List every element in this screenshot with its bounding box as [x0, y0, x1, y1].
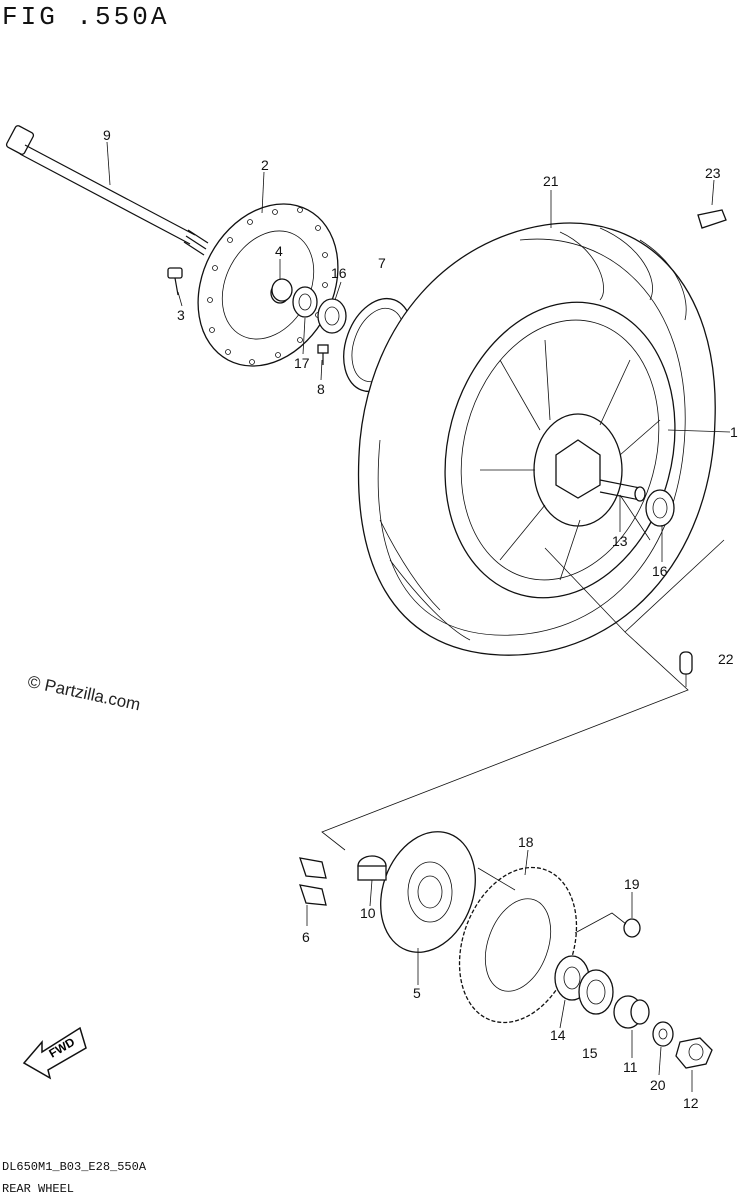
callout-12: 12 — [683, 1095, 699, 1111]
assembly-guide-lines — [321, 539, 725, 934]
spacer-part[interactable] — [271, 278, 293, 302]
callout-20: 20 — [650, 1077, 666, 1093]
callout-17: 17 — [294, 355, 310, 371]
callout-8: 8 — [317, 381, 325, 397]
callout-21: 21 — [543, 173, 559, 189]
callout-23: 23 — [705, 165, 721, 181]
leader-lines — [106, 141, 731, 1092]
callout-14: 14 — [550, 1027, 566, 1043]
disc-bolt-part[interactable] — [167, 267, 183, 296]
callout-7: 7 — [378, 255, 386, 271]
callout-15: 15 — [582, 1045, 598, 1061]
callout-9: 9 — [103, 127, 111, 143]
rear-sprocket-part[interactable] — [439, 851, 597, 1039]
sprocket-nut-part[interactable] — [623, 918, 641, 938]
footer-title: REAR WHEEL — [2, 1182, 75, 1196]
drum-bushing-part[interactable] — [357, 855, 387, 881]
footer-code: DL650M1_B03_E28_550A — [2, 1160, 147, 1174]
callout-6: 6 — [302, 929, 310, 945]
callout-16-left: 16 — [331, 265, 347, 281]
bearing-left-part[interactable] — [317, 298, 347, 334]
ring-screw-part[interactable] — [317, 344, 329, 365]
callout-10: 10 — [360, 905, 376, 921]
axle-part[interactable] — [5, 125, 209, 256]
callout-18: 18 — [518, 834, 534, 850]
axle-nut-part[interactable] — [675, 1037, 713, 1069]
balancer-part[interactable] — [697, 209, 727, 229]
brake-disc-part[interactable] — [171, 179, 366, 390]
callout-4: 4 — [275, 243, 283, 259]
sprocket-oil-seal-part[interactable] — [578, 969, 614, 1015]
callout-labels: 9 2 4 3 16 7 17 8 21 23 1 13 16 22 6 10 … — [103, 127, 738, 1111]
fwd-arrow-icon: FWD — [22, 1026, 87, 1080]
oil-seal-part[interactable] — [292, 286, 318, 318]
rear-wheel-part[interactable] — [413, 276, 707, 624]
callout-13: 13 — [612, 533, 628, 549]
figure-title: FIG .550A — [2, 2, 170, 32]
axle-spacer-part[interactable] — [613, 995, 650, 1029]
cush-damper-part[interactable] — [299, 857, 327, 906]
tire-valve-part[interactable] — [679, 651, 693, 675]
bearing-right-part[interactable] — [645, 489, 675, 527]
callout-2: 2 — [261, 157, 269, 173]
callout-3: 3 — [177, 307, 185, 323]
callout-22: 22 — [718, 651, 734, 667]
callout-16-right: 16 — [652, 563, 668, 579]
callout-19: 19 — [624, 876, 640, 892]
axle-washer-part[interactable] — [652, 1021, 674, 1047]
callout-1: 1 — [730, 424, 738, 440]
callout-11: 11 — [623, 1059, 638, 1075]
callout-5: 5 — [413, 985, 421, 1001]
